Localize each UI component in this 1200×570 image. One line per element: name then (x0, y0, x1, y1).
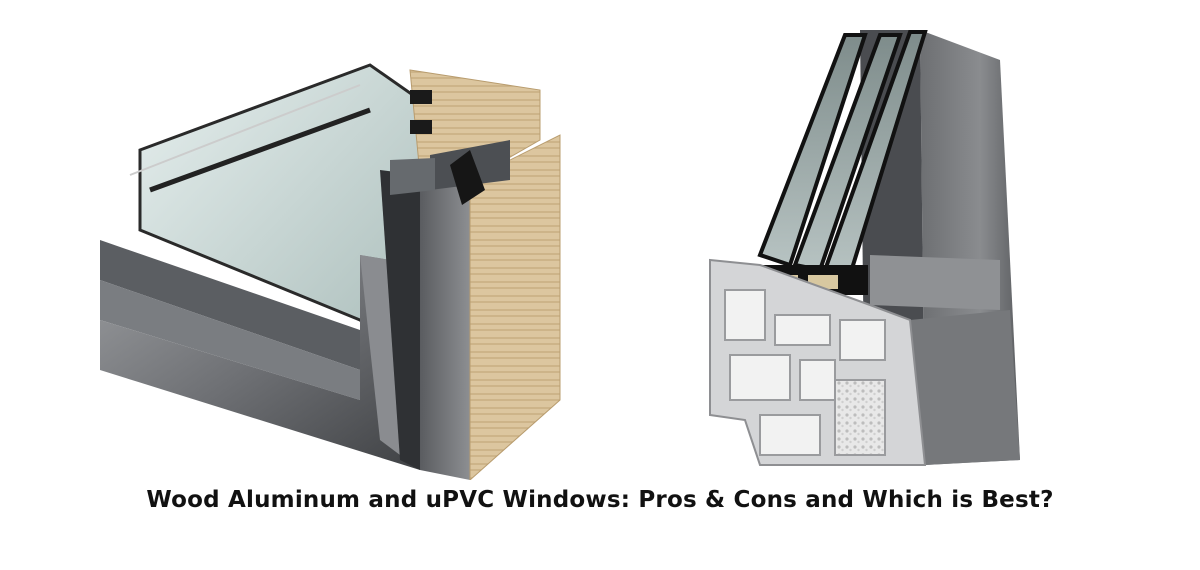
upvc-window-image (700, 20, 1040, 480)
upvc-window-section-image (709, 30, 1020, 466)
wood-aluminum-window-section-image (100, 63, 561, 482)
image-caption: Wood Aluminum and uPVC Windows: Pros & C… (146, 487, 1054, 513)
wood-aluminum-window-image (90, 40, 610, 482)
